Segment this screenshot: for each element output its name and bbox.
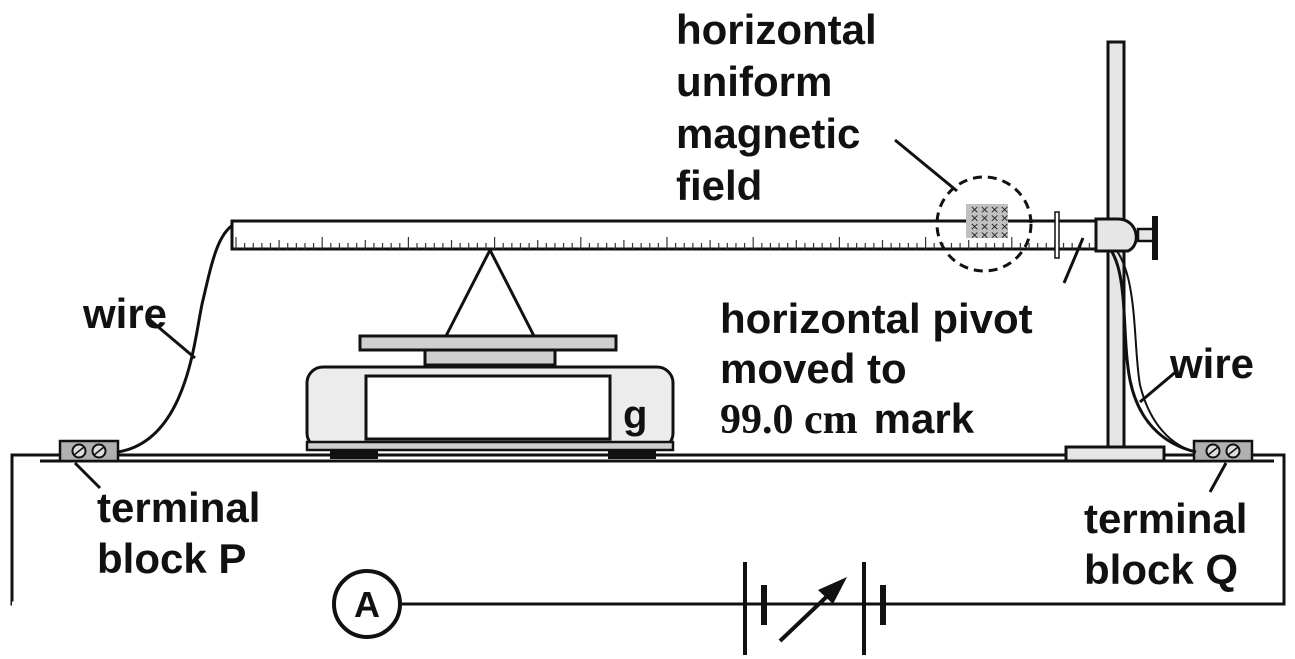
pivot-label-number: 99.0 cm [720, 397, 858, 443]
field-label-line2: uniform [676, 58, 832, 105]
field-into-page-symbol: × [990, 212, 999, 225]
wire-left-cable [117, 220, 239, 454]
terminal-q-label-line2: block Q [1084, 546, 1238, 593]
terminal-block-q [1192, 439, 1254, 463]
field-into-page-symbol: × [1000, 229, 1009, 242]
field-into-page-symbol: × [1000, 220, 1009, 233]
meter-stick [230, 219, 1104, 251]
field-into-page-symbol: × [980, 229, 989, 242]
terminal-p-pointer [73, 461, 102, 490]
terminal-block-p [58, 439, 120, 463]
pivot-label-line1: horizontal pivot [720, 295, 1033, 342]
field-label-line1: horizontal [676, 6, 877, 53]
field-into-page-symbol: × [970, 220, 979, 233]
field-label-line4: field [676, 162, 762, 209]
pivot-label-line2: moved to [720, 345, 907, 392]
pivot-label-line3: 99.0 cm mark [720, 395, 975, 443]
pivot-clamp [1094, 216, 1158, 260]
wire-right-cable [1095, 236, 1197, 454]
wire-left-pointer [149, 318, 196, 360]
field-region-circle [935, 175, 1033, 273]
field-patch [966, 204, 1008, 238]
field-into-page-symbol: × [980, 203, 989, 216]
field-into-page-symbol: × [990, 229, 999, 242]
field-into-page-symbol: × [1000, 203, 1009, 216]
balance-unit-label: g [623, 393, 647, 437]
pivot-marker [1054, 211, 1060, 259]
balance-support [444, 249, 536, 337]
field-into-page-symbol: × [970, 203, 979, 216]
wire-label-right: wire [1169, 340, 1254, 387]
wire-right-pointer [1139, 368, 1179, 404]
ammeter [332, 569, 402, 639]
variable-battery [743, 562, 886, 655]
field-into-page-symbol: × [980, 212, 989, 225]
field-x-grid: ×××××××××××××××× [970, 203, 1009, 242]
electronic-balance [305, 334, 675, 459]
field-into-page-symbol: × [990, 203, 999, 216]
ammeter-label: A [354, 584, 380, 625]
pivot-label-mark: mark [874, 395, 975, 442]
pivot-pointer [1062, 237, 1085, 284]
field-into-page-symbol: × [1000, 212, 1009, 225]
field-pointer [894, 138, 958, 193]
field-into-page-symbol: × [970, 212, 979, 225]
terminal-p-label-line1: terminal [97, 484, 260, 531]
field-into-page-symbol: × [980, 220, 989, 233]
field-into-page-symbol: × [990, 220, 999, 233]
field-label-line3: magnetic [676, 110, 860, 157]
field-into-page-symbol: × [970, 229, 979, 242]
terminal-q-label-line1: terminal [1084, 495, 1247, 542]
wire-label-left: wire [82, 290, 167, 337]
terminal-q-pointer [1208, 462, 1228, 493]
terminal-p-label-line2: block P [97, 535, 246, 582]
